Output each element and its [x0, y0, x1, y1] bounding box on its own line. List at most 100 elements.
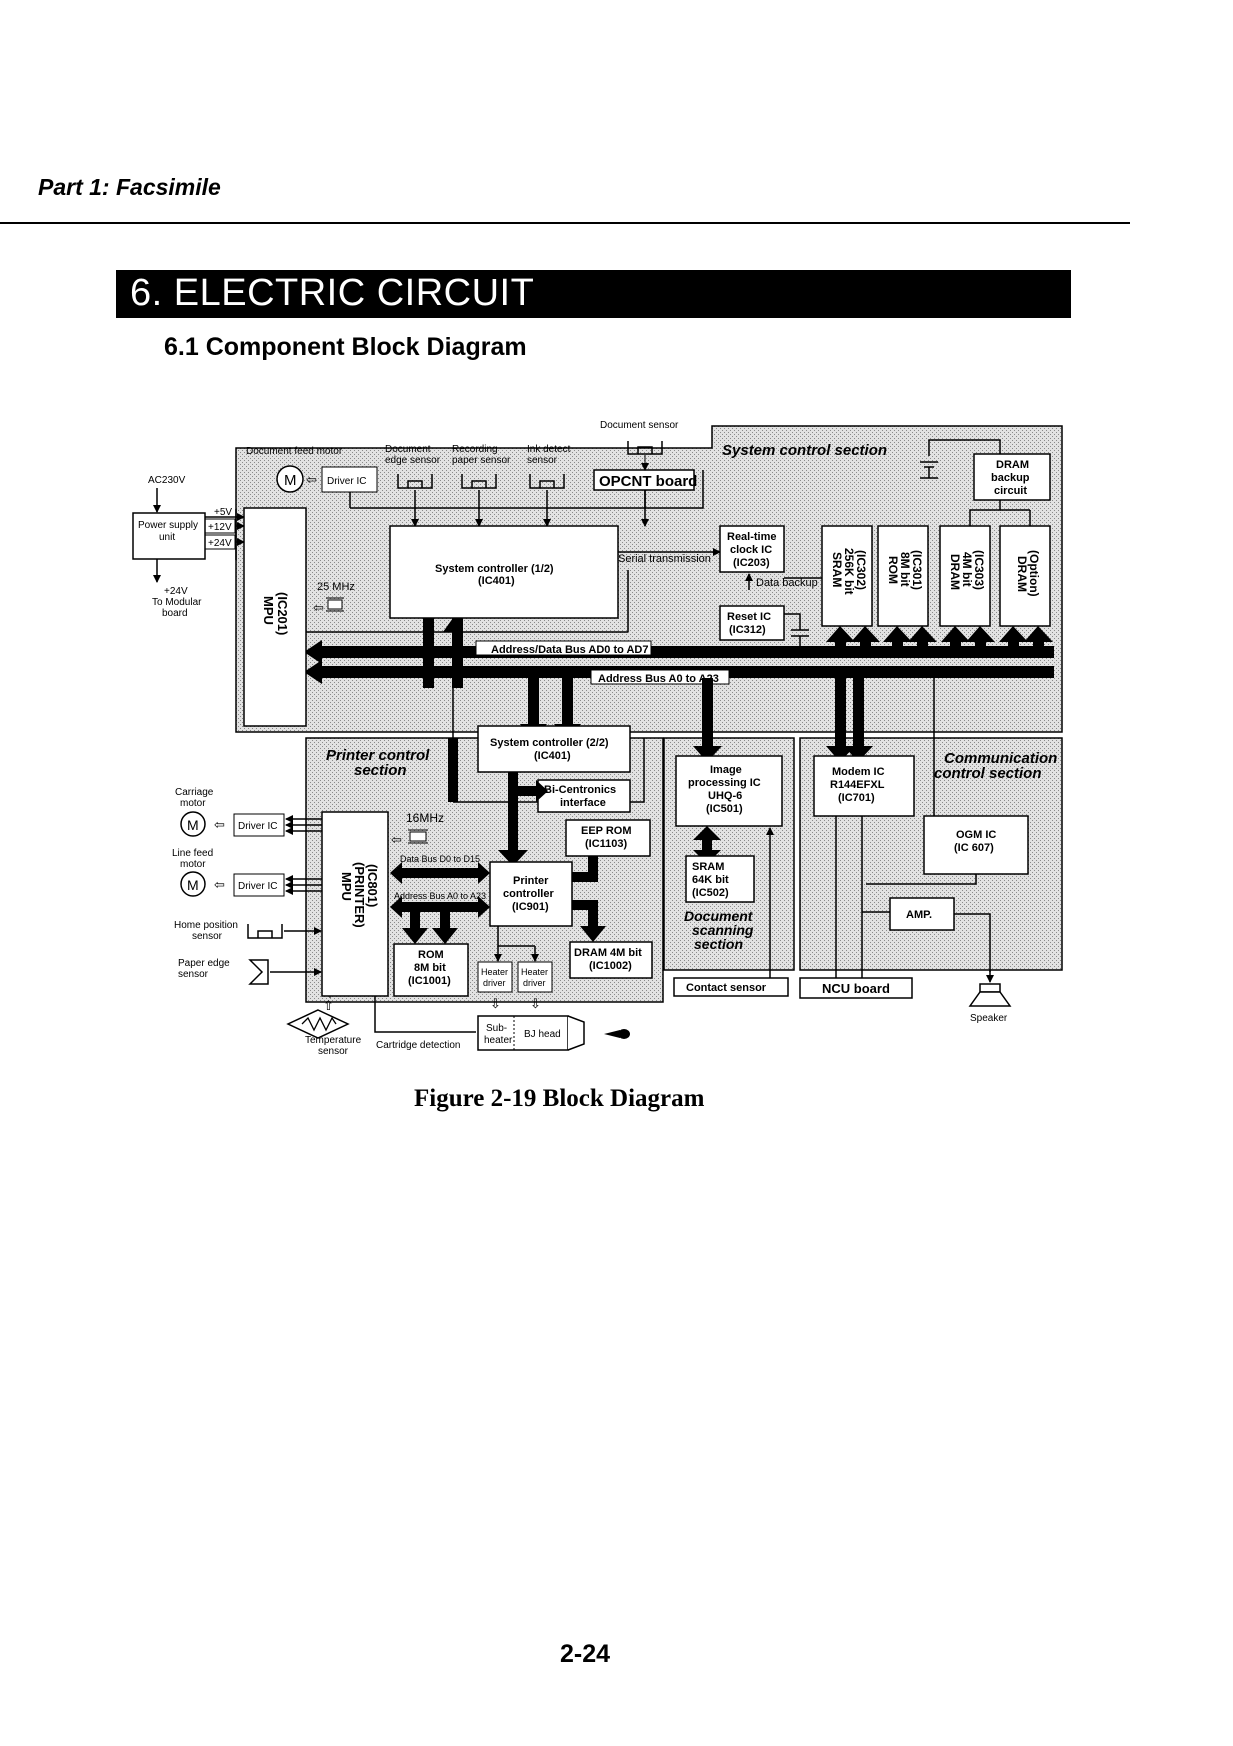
pdram-bus-arrow [572, 900, 606, 942]
svg-text:DRAM 4M bit: DRAM 4M bit [574, 947, 642, 959]
dram-option: DRAM (Option) [999, 525, 1051, 627]
sensor-to-sysctl-lines [349, 470, 704, 527]
svg-text:MPU: MPU [339, 872, 354, 901]
svg-text:BJ head: BJ head [524, 1029, 561, 1040]
svg-text:SRAM: SRAM [692, 861, 724, 873]
svg-text:Reset IC: Reset IC [727, 611, 771, 623]
doc-scanning-label-2: scanning [692, 922, 754, 938]
svg-text:8M bit: 8M bit [414, 962, 446, 974]
clock-16mhz-label: 16MHz [406, 811, 444, 825]
bus-stubs [423, 618, 1053, 762]
svg-text:Printer: Printer [513, 875, 549, 887]
sensor-icons-top [397, 474, 565, 489]
sub-heater-bj-head: Sub- heater BJ head [477, 1015, 585, 1051]
svg-text:Driver IC: Driver IC [238, 821, 277, 832]
page-number: 2-24 [560, 1640, 611, 1668]
cartridge-detection-line [374, 996, 476, 1033]
home-position-sensor-icon [247, 924, 283, 939]
temperature-label-1: Temperature [305, 1035, 362, 1046]
home-position-label-1: Home position [174, 920, 238, 931]
address-bus-label: Address Bus A0 to A23 [598, 673, 719, 685]
svg-text:+5V: +5V [214, 507, 232, 518]
comm-lines [835, 816, 994, 983]
svg-text:(IC401): (IC401) [534, 750, 571, 762]
svg-text:Driver IC: Driver IC [327, 476, 366, 487]
driver-ic-line-feed: Driver IC [233, 873, 285, 897]
svg-text:circuit: circuit [994, 485, 1027, 497]
sysctl2-to-printer-bus [498, 772, 548, 866]
svg-text:Image: Image [710, 764, 742, 776]
arrow-down-icon: ⇩ [530, 996, 541, 1011]
to-modular-label-1: To Modular [152, 597, 202, 608]
temperature-label-2: sensor [318, 1046, 349, 1057]
voltage-rails: +5V +12V +24V [204, 507, 245, 560]
heater-driver-2: Heater driver [517, 961, 553, 993]
svg-text:DRAM: DRAM [1015, 556, 1029, 592]
svg-text:(IC302): (IC302) [854, 550, 868, 590]
v24-out-label: +24V [164, 586, 188, 597]
ink-detect-label-1: Ink detect [527, 444, 571, 455]
ncu-board: NCU board [799, 977, 913, 999]
rom-ic1001: ROM 8M bit (IC1001) [393, 943, 469, 997]
svg-text:UHQ-6: UHQ-6 [708, 790, 742, 802]
section-title: 6.1 Component Block Diagram [164, 333, 527, 361]
svg-text:Heater: Heater [521, 967, 548, 977]
svg-text:(IC401): (IC401) [478, 575, 515, 587]
svg-text:(IC701): (IC701) [838, 792, 875, 804]
paper-edge-label-1: Paper edge [178, 958, 230, 969]
carriage-motor-label-2: motor [180, 798, 206, 809]
svg-text:(IC312): (IC312) [729, 624, 766, 636]
to-modular-label-2: board [162, 608, 188, 619]
svg-text:Driver IC: Driver IC [238, 881, 277, 892]
dram-ic1002: DRAM 4M bit (IC1002) [569, 941, 653, 979]
temperature-sensor-icon [286, 1009, 350, 1039]
svg-text:(IC1001): (IC1001) [408, 975, 451, 987]
dram-ic303: DRAM 4M bit (IC303) [939, 525, 991, 627]
line-feed-motor-label-2: motor [180, 859, 206, 870]
svg-text:driver: driver [523, 978, 546, 988]
printer-data-bus: Data Bus D0 to D15 [390, 854, 490, 884]
home-position-label-2: sensor [192, 931, 223, 942]
svg-text:M: M [284, 472, 297, 489]
svg-text:ROM: ROM [886, 556, 900, 584]
svg-text:(IC301): (IC301) [910, 550, 924, 590]
svg-text:64K bit: 64K bit [692, 874, 729, 886]
document-sensor-icon [627, 441, 663, 455]
crystal-16mhz-icon: ⇦ [391, 829, 428, 847]
carriage-lines [285, 815, 322, 835]
svg-text:(IC 607): (IC 607) [954, 842, 994, 854]
chapter-banner: 6. ELECTRIC CIRCUIT [116, 270, 1071, 318]
svg-text:M: M [187, 877, 199, 893]
svg-text:(PRINTER): (PRINTER) [352, 862, 367, 928]
sram-ic302: SRAM 256K bit (IC302) [821, 525, 873, 627]
line-feed-motor-label-1: Line feed [172, 848, 213, 859]
svg-text:driver: driver [483, 978, 506, 988]
opcnt-board: OPCNT board [593, 469, 697, 491]
doc-scanning-label-1: Document [684, 908, 754, 924]
svg-text:MPU: MPU [261, 596, 276, 625]
svg-text:+12V: +12V [208, 522, 232, 533]
doc-scanning-label-3: section [694, 936, 743, 952]
ink-detect-label-2: sensor [527, 455, 558, 466]
svg-text:heater: heater [484, 1035, 513, 1046]
svg-text:AMP.: AMP. [906, 909, 932, 921]
power-supply-unit: Power supply unit [132, 512, 206, 560]
ogm-ic607: OGM IC (IC 607) [923, 815, 1029, 875]
svg-text:EEP ROM: EEP ROM [581, 825, 632, 837]
backup-feed-lines [969, 500, 1031, 526]
svg-text:M: M [187, 817, 199, 833]
document-sensor-label: Document sensor [600, 420, 679, 431]
arrow-up-icon: ⇧ [323, 998, 334, 1013]
svg-text:SRAM: SRAM [830, 552, 844, 587]
communication-label-2: control section [934, 765, 1042, 782]
svg-text:Contact sensor: Contact sensor [686, 982, 767, 994]
amp: AMP. [889, 897, 955, 931]
carriage-motor-label-1: Carriage [175, 787, 214, 798]
ac230v-label: AC230V [148, 475, 186, 486]
page-header: Part 1: Facsimile [38, 174, 221, 200]
chapter-title: 6. ELECTRIC CIRCUIT [130, 272, 535, 314]
svg-text:NCU board: NCU board [822, 981, 890, 996]
doc-edge-sensor-label-1: Document [385, 444, 431, 455]
system-control-label: System control section [722, 442, 887, 459]
svg-text:+24V: +24V [208, 538, 232, 549]
